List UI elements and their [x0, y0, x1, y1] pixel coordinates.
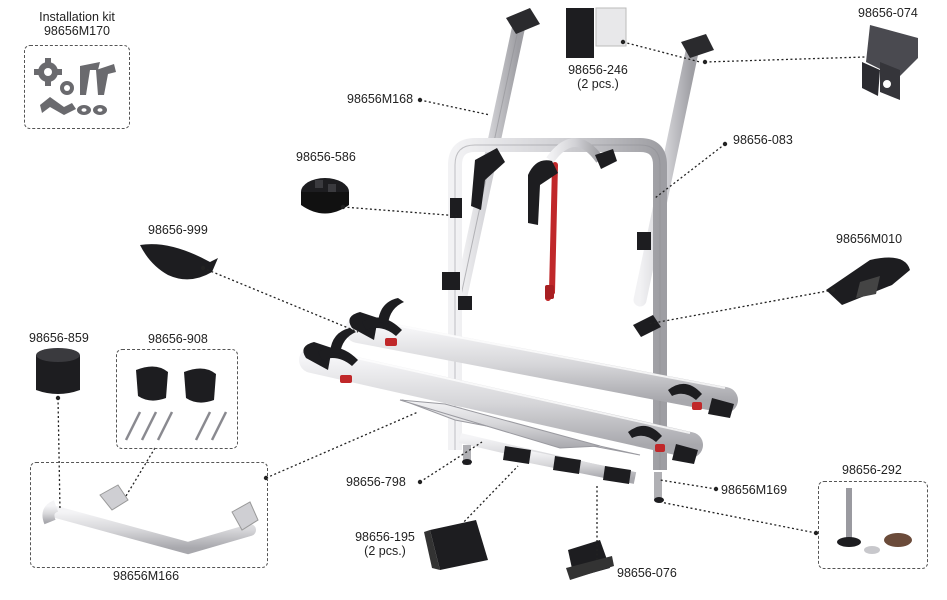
part-cradle-M010 [826, 257, 910, 305]
part-label-246: 98656-246 (2 pcs.) [568, 63, 628, 91]
part-label-M169: 98656M169 [721, 483, 788, 497]
part-label-074: 98656-074 [858, 6, 918, 20]
part-bracket-074 [862, 25, 918, 100]
foot-292-box [818, 481, 928, 569]
installation-kit-icons [34, 58, 116, 115]
installation-kit-label: Installation kit 98656M170 [39, 10, 115, 38]
part-pads-246 [566, 7, 627, 58]
part-label-076: 98656-076 [617, 566, 677, 580]
gear-icon [34, 58, 74, 95]
part-label-195: 98656-195 (2 pcs.) [355, 530, 415, 558]
part-clip-076 [566, 540, 614, 580]
bolt-icon [40, 97, 76, 115]
part-clip-195 [424, 520, 488, 570]
installation-kit-box [24, 45, 130, 129]
part-label-292: 98656-292 [842, 463, 902, 477]
part-label-M010: 98656M010 [836, 232, 903, 246]
main-rack [299, 8, 738, 503]
part-foot-292 [837, 488, 912, 554]
part-block-586 [301, 178, 349, 214]
part-label-999: 98656-999 [148, 223, 208, 237]
clamps-908-box [116, 349, 238, 449]
part-label-586: 98656-586 [296, 150, 356, 164]
leader-endpoints [55, 39, 836, 536]
washer-icon [77, 105, 107, 115]
part-label-859: 98656-859 [29, 331, 89, 345]
bar-M166-box [30, 462, 268, 568]
part-label-798: 98656-798 [346, 475, 406, 489]
part-label-908: 98656-908 [148, 332, 208, 346]
part-clamps-908 [124, 366, 228, 441]
part-label-M166: 98656M166 [113, 569, 180, 583]
leader-lines [57, 41, 866, 560]
part-label-M168: 98656M168 [347, 92, 414, 106]
part-bar-M166 [42, 484, 259, 555]
part-label-083: 98656-083 [733, 133, 793, 147]
part-cap-859 [36, 348, 80, 394]
wrench-icon [80, 62, 116, 95]
part-cradle-999 [140, 244, 218, 280]
